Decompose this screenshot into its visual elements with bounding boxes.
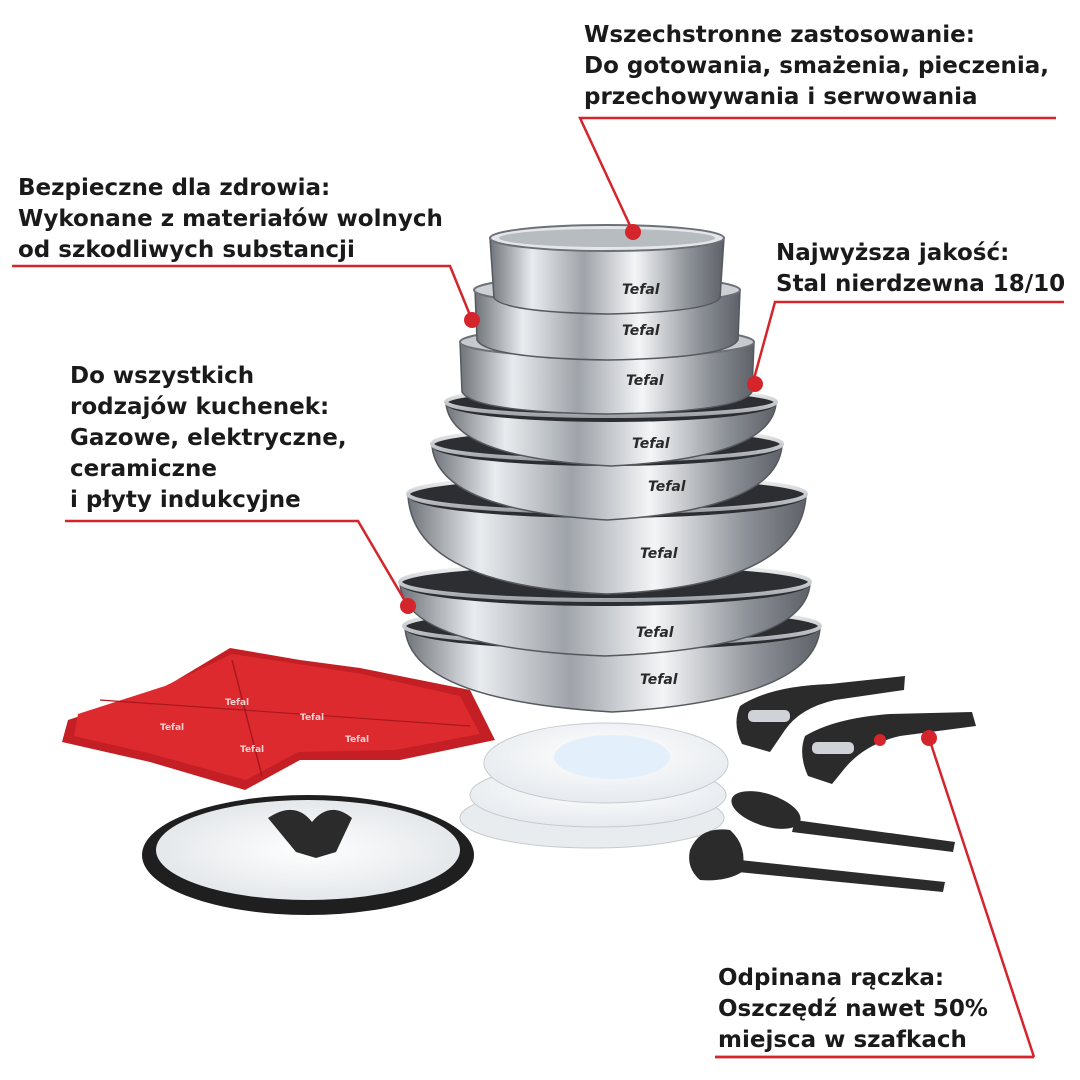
detachable-handle-icon: [736, 676, 976, 784]
callout-versatile-line-1: Do gotowania, smażenia, pieczenia,: [584, 53, 1050, 79]
callout-health-line-2: od szkodliwych substancji: [18, 237, 355, 263]
svg-text:Tefal: Tefal: [300, 713, 324, 723]
callout-detachable-handle: Odpinana rączka: Oszczędź nawet 50% miej…: [718, 963, 988, 1056]
callout-health-safe: Bezpieczne dla zdrowia: Wykonane z mater…: [18, 173, 443, 266]
svg-text:Tefal: Tefal: [225, 698, 249, 708]
callout-health-title: Bezpieczne dla zdrowia:: [18, 175, 331, 201]
pan-protector-icon: Tefal Tefal Tefal Tefal Tefal: [62, 648, 495, 790]
plastic-lids-icon: [459, 722, 729, 849]
svg-text:Tefal: Tefal: [648, 479, 686, 495]
callout-quality: Najwyższa jakość: Stal nierdzewna 18/10: [776, 238, 1065, 300]
glass-lid-icon: [142, 795, 474, 915]
svg-text:Tefal: Tefal: [626, 373, 664, 389]
svg-text:Tefal: Tefal: [640, 546, 678, 562]
spatula-icon: [689, 829, 945, 892]
callout-stoves-line-2: Gazowe, elektryczne,: [70, 425, 347, 451]
svg-text:Tefal: Tefal: [240, 745, 264, 755]
callout-stoves-line-0: Do wszystkich: [70, 363, 255, 389]
callout-handle-line-2: miejsca w szafkach: [718, 1027, 967, 1053]
callout-stoves-line-3: ceramiczne: [70, 456, 217, 482]
svg-text:Tefal: Tefal: [636, 625, 674, 641]
stacked-pots-icon: Tefal Tefal Tefal Tefal Tefal Tefal Tefa…: [398, 224, 822, 713]
callout-quality-title: Najwyższa jakość:: [776, 240, 1010, 266]
svg-text:Tefal: Tefal: [160, 723, 184, 733]
callout-stoves-line-1: rodzajów kuchenek:: [70, 394, 330, 420]
svg-text:Tefal: Tefal: [632, 436, 670, 452]
svg-text:Tefal: Tefal: [345, 735, 369, 745]
callout-handle-title: Odpinana rączka:: [718, 965, 945, 991]
callout-quality-line-1: Stal nierdzewna 18/10: [776, 271, 1066, 297]
callout-leaders: [12, 116, 1064, 1059]
callout-all-stoves: Do wszystkich rodzajów kuchenek: Gazowe,…: [70, 361, 347, 516]
callout-dots: [400, 224, 937, 746]
callout-versatile-title: Wszechstronne zastosowanie:: [584, 22, 975, 48]
svg-text:Tefal: Tefal: [640, 672, 678, 688]
callout-handle-line-1: Oszczędź nawet 50%: [718, 996, 988, 1022]
callout-stoves-line-4: i płyty indukcyjne: [70, 487, 301, 513]
callout-versatile-use: Wszechstronne zastosowanie: Do gotowania…: [584, 20, 1049, 113]
spoon-icon: [731, 791, 955, 852]
callout-versatile-line-2: przechowywania i serwowania: [584, 84, 978, 110]
callout-health-line-1: Wykonane z materiałów wolnych: [18, 206, 443, 232]
svg-text:Tefal: Tefal: [622, 282, 660, 298]
svg-text:Tefal: Tefal: [622, 323, 660, 339]
